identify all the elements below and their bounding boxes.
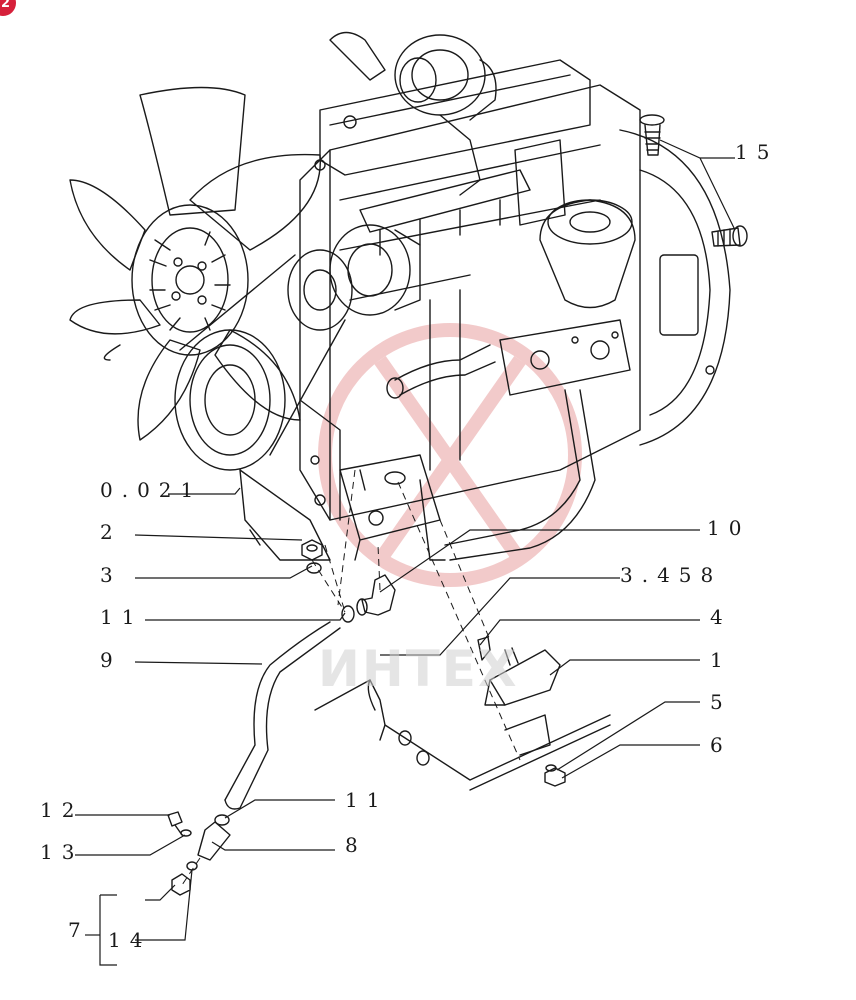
callout-9: 9	[100, 648, 122, 672]
cooling-fan	[69, 86, 321, 441]
callout-3458: 3.458	[620, 563, 723, 587]
callout-10: 10	[707, 516, 751, 540]
callout-1: 1	[710, 648, 732, 672]
callout-8: 8	[345, 833, 367, 857]
turbocharger	[329, 31, 497, 196]
bolt-15	[639, 114, 748, 247]
callout-11-top: 11	[100, 605, 144, 629]
watermark-seal	[318, 323, 582, 587]
engine-block	[299, 59, 731, 521]
callout-12: 12	[40, 798, 84, 822]
callout-7: 7	[68, 918, 90, 942]
callout-6: 6	[710, 733, 732, 757]
front-cover	[239, 399, 341, 561]
callout-11-bottom: 11	[345, 788, 389, 812]
leader-lines	[75, 139, 736, 966]
support-bracket-1	[477, 636, 566, 787]
callout-2: 2	[100, 520, 122, 544]
exhaust-manifold	[359, 139, 566, 256]
belt-and-pulleys	[174, 224, 421, 471]
page-badge: 2	[0, 0, 16, 16]
callout-5: 5	[710, 690, 732, 714]
callout-14: 14	[108, 928, 152, 952]
callout-3: 3	[100, 563, 122, 587]
callout-13: 13	[40, 840, 84, 864]
oil-filter	[539, 199, 636, 309]
mount-plate	[314, 679, 611, 791]
watermark-text: ИНТЕХ	[318, 640, 519, 698]
assembly-lines	[181, 469, 521, 886]
callout-0021: 0.021	[100, 478, 203, 502]
hose-and-fittings	[167, 539, 396, 896]
oil-return-pipe	[386, 319, 631, 561]
callout-15: 15	[735, 140, 779, 164]
callout-4: 4	[710, 605, 732, 629]
